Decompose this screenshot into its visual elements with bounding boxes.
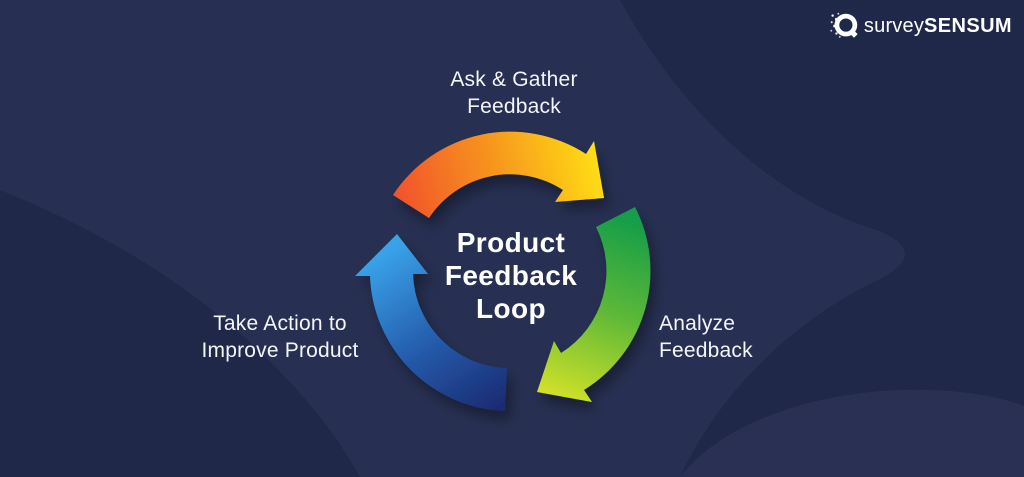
step-label-line: Ask & Gather: [450, 68, 578, 91]
brand-logo: surveySENSUM: [827, 9, 1012, 43]
step-label-take-action: Take Action to Improve Product: [201, 310, 358, 364]
step-label-line: Feedback: [659, 339, 753, 362]
diagram-title-line: Feedback: [444, 260, 578, 291]
step-label-line: Take Action to: [213, 312, 347, 335]
brand-name-light: survey: [863, 14, 925, 37]
step-label-line: Improve Product: [201, 339, 359, 362]
arrow-ask-gather-feedback: [393, 131, 604, 218]
step-label-analyze-feedback: Analyze Feedback: [659, 310, 753, 364]
q-dots-logo-icon: [830, 12, 858, 38]
brand-name-bold: SENSUM: [924, 14, 1012, 37]
background-blob-light: [0, 0, 905, 477]
step-label-line: Feedback: [467, 95, 561, 118]
arrow-analyze-feedback: [537, 207, 651, 402]
step-label-line: Analyze: [659, 312, 736, 335]
arrow-take-action: [355, 234, 507, 411]
background-blob-accent: [680, 389, 1024, 477]
brand-name: surveySENSUM: [864, 15, 1012, 38]
diagram-title: Product Feedback Loop: [445, 226, 577, 325]
diagram-title-line: Product: [456, 227, 566, 258]
diagram-title-line: Loop: [475, 293, 546, 324]
step-label-ask-gather-feedback: Ask & Gather Feedback: [450, 66, 577, 120]
